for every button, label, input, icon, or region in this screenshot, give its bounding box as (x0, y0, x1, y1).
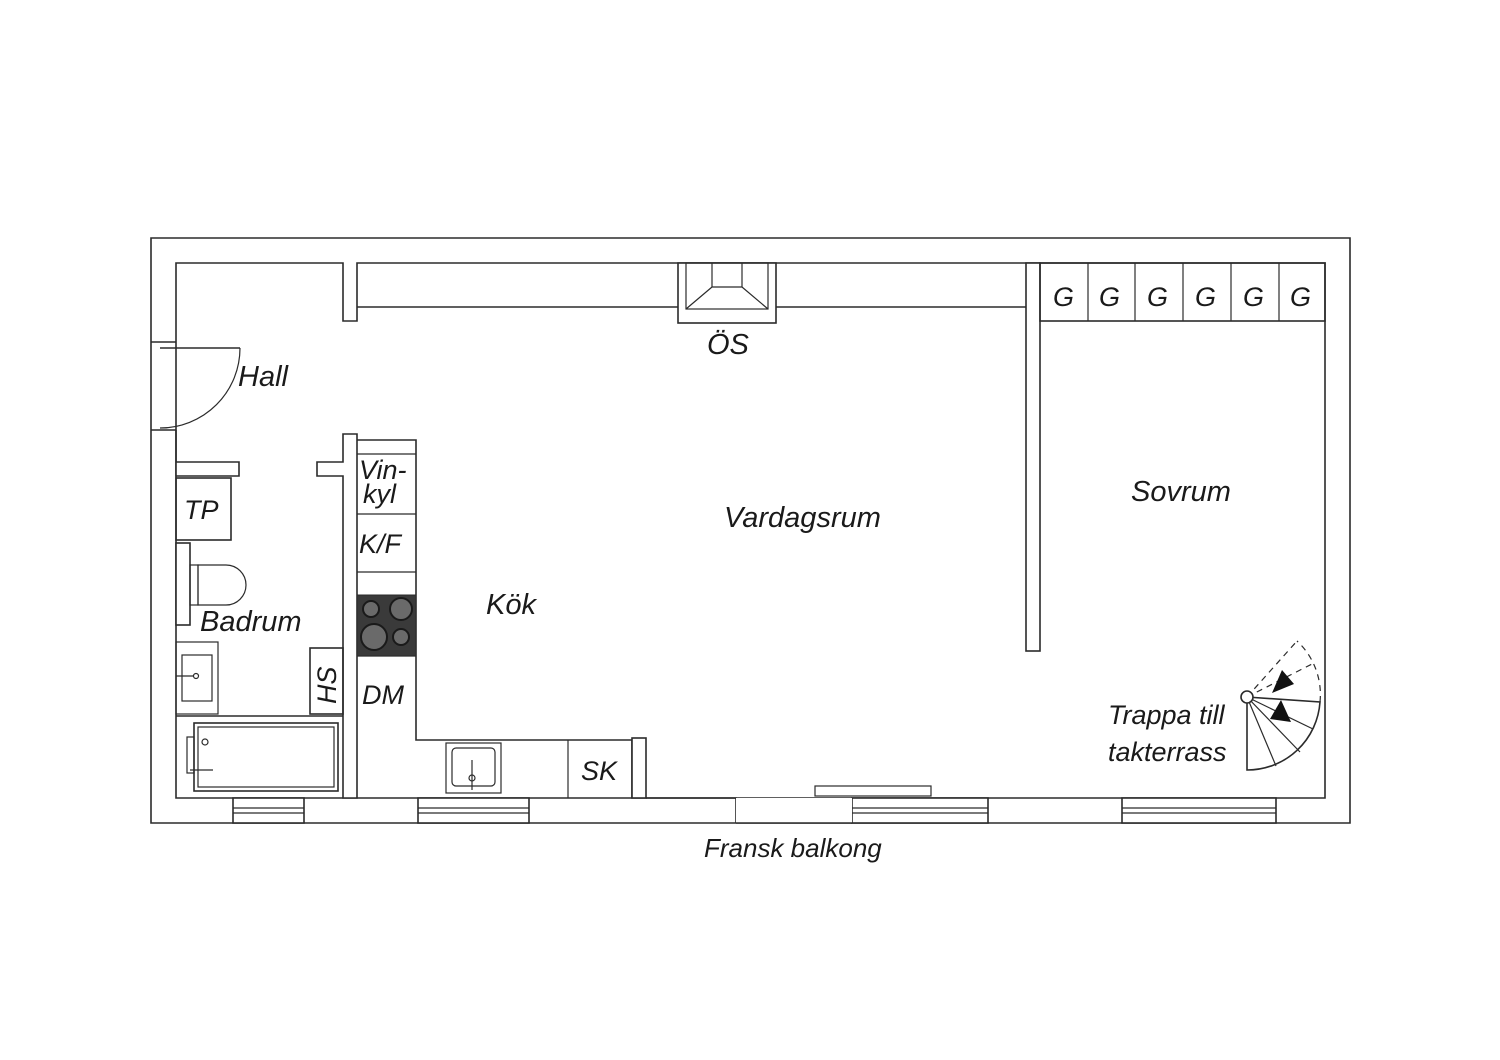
bathroom-top-wall (175, 430, 240, 477)
kitchen-sink-icon (445, 742, 502, 794)
fixture-label-vinkyl-line1: Vin- (359, 455, 407, 485)
spiral-stairs-icon (1240, 640, 1321, 771)
tp-cabinet (175, 477, 232, 541)
room-label-sovrum: Sovrum (1131, 476, 1231, 508)
bathroom-right-wall (316, 433, 358, 799)
window-kitchen (417, 797, 530, 824)
room-label-hall: Hall (238, 361, 290, 393)
window-living (851, 797, 989, 824)
wardrobe-label: G (1099, 282, 1120, 312)
balcony-caption: Fransk balkong (704, 833, 882, 863)
entrance-door (151, 341, 241, 431)
fixture-label-sk: SK (581, 756, 618, 786)
room-label-kok: Kök (486, 589, 537, 621)
fixture-label-vinkyl-line2: kyl (363, 479, 397, 509)
wardrobe-row (1039, 262, 1326, 322)
bathtub-icon (176, 715, 343, 792)
stairs-label-line1: Trappa till (1108, 700, 1226, 730)
fixture-label-dm: DM (362, 680, 404, 710)
wall-stub (631, 737, 647, 799)
stairs-label-line2: takterrass (1108, 737, 1227, 767)
wardrobe-label: G (1243, 282, 1264, 312)
stove-icon (356, 594, 417, 657)
fixture-label-kf: K/F (359, 529, 403, 559)
fixture-label-os: ÖS (707, 329, 750, 361)
wardrobe-label: G (1195, 282, 1216, 312)
hs-cabinet (309, 647, 344, 715)
fixture-label-tp: TP (184, 495, 219, 525)
wardrobe-label: G (1053, 282, 1074, 312)
window-bathroom (232, 797, 305, 824)
bedroom-partition-wall (1025, 262, 1041, 652)
wardrobe-label: G (1290, 282, 1311, 312)
room-label-badrum: Badrum (200, 606, 302, 638)
room-label-vardagsrum: Vardagsrum (724, 502, 881, 534)
window-bedroom (1121, 797, 1277, 824)
outer-walls (150, 237, 1351, 824)
fixture-label-hs: HS (312, 666, 342, 704)
bathroom-sink-icon (175, 641, 219, 715)
toilet-icon (175, 542, 247, 626)
wardrobe-label: G (1147, 282, 1168, 312)
french-balcony-door (736, 785, 932, 824)
fireplace-icon (677, 262, 777, 324)
